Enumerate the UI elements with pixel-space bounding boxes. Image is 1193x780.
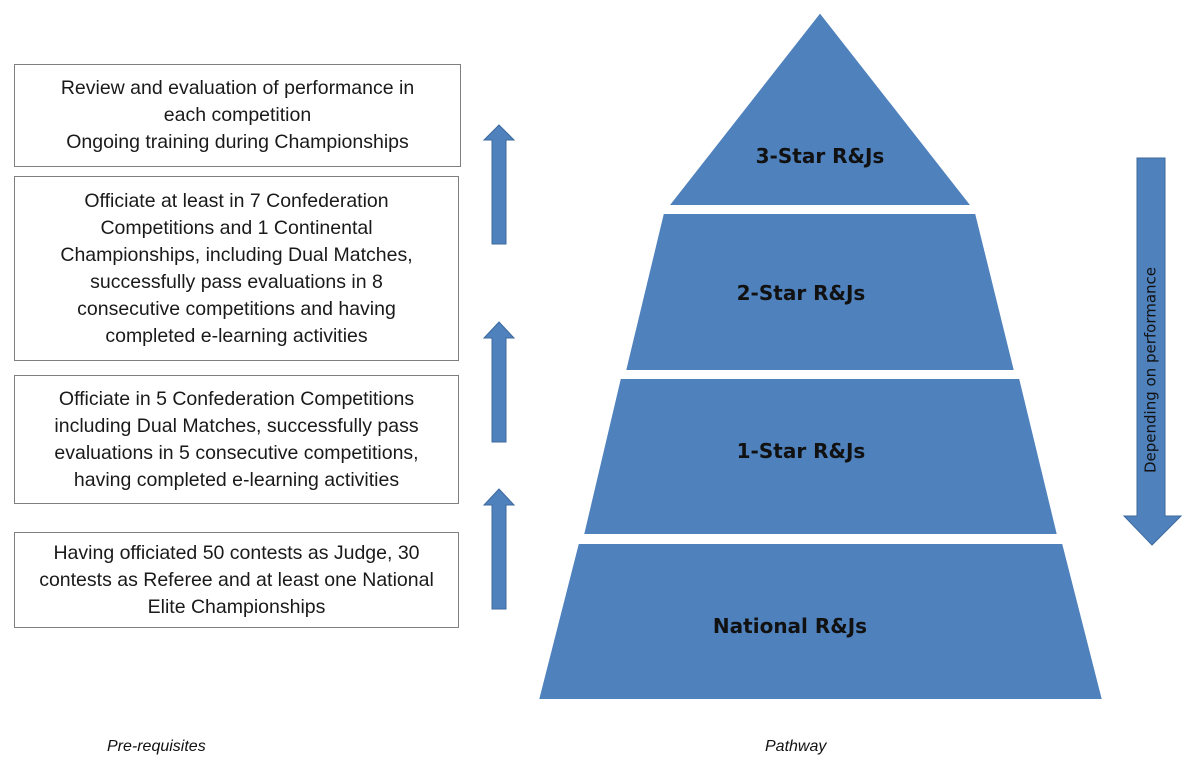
pyramid-tier-2-star (623, 212, 1017, 372)
down-arrow-icon (1122, 157, 1183, 546)
prerequisite-text-1-star: Officiate in 5 Confederation Competition… (54, 387, 419, 491)
prerequisite-text-3-star: Review and evaluation of performance in … (60, 77, 415, 153)
caption-prerequisites: Pre-requisites (107, 738, 206, 755)
pyramid-tier-1-star (581, 377, 1060, 536)
tier-label-1-star: 1-Star R&Js (737, 439, 866, 463)
tier-label-national: National R&Js (713, 614, 867, 638)
caption-pathway: Pathway (765, 738, 827, 755)
up-arrow-icon (482, 488, 516, 610)
pyramid-tier-national (536, 542, 1105, 701)
prerequisite-text-2-star: Officiate at least in 7 Confederation Co… (60, 189, 413, 347)
side-arrow-label: Depending on performance (1142, 267, 1160, 473)
prerequisite-box-national: Having officiated 50 contests as Judge, … (14, 532, 459, 628)
tier-label-3-star: 3-Star R&Js (756, 144, 885, 168)
pyramid-tier-3-star (665, 10, 975, 207)
prerequisite-text-national: Having officiated 50 contests as Judge, … (39, 541, 434, 618)
prerequisite-box-3-star: Review and evaluation of performance in … (14, 64, 461, 167)
up-arrow-icon (482, 321, 516, 443)
prerequisite-box-2-star: Officiate at least in 7 Confederation Co… (14, 176, 459, 361)
tier-label-2-star: 2-Star R&Js (737, 281, 866, 305)
prerequisite-box-1-star: Officiate in 5 Confederation Competition… (14, 375, 459, 504)
up-arrow-icon (482, 124, 516, 245)
